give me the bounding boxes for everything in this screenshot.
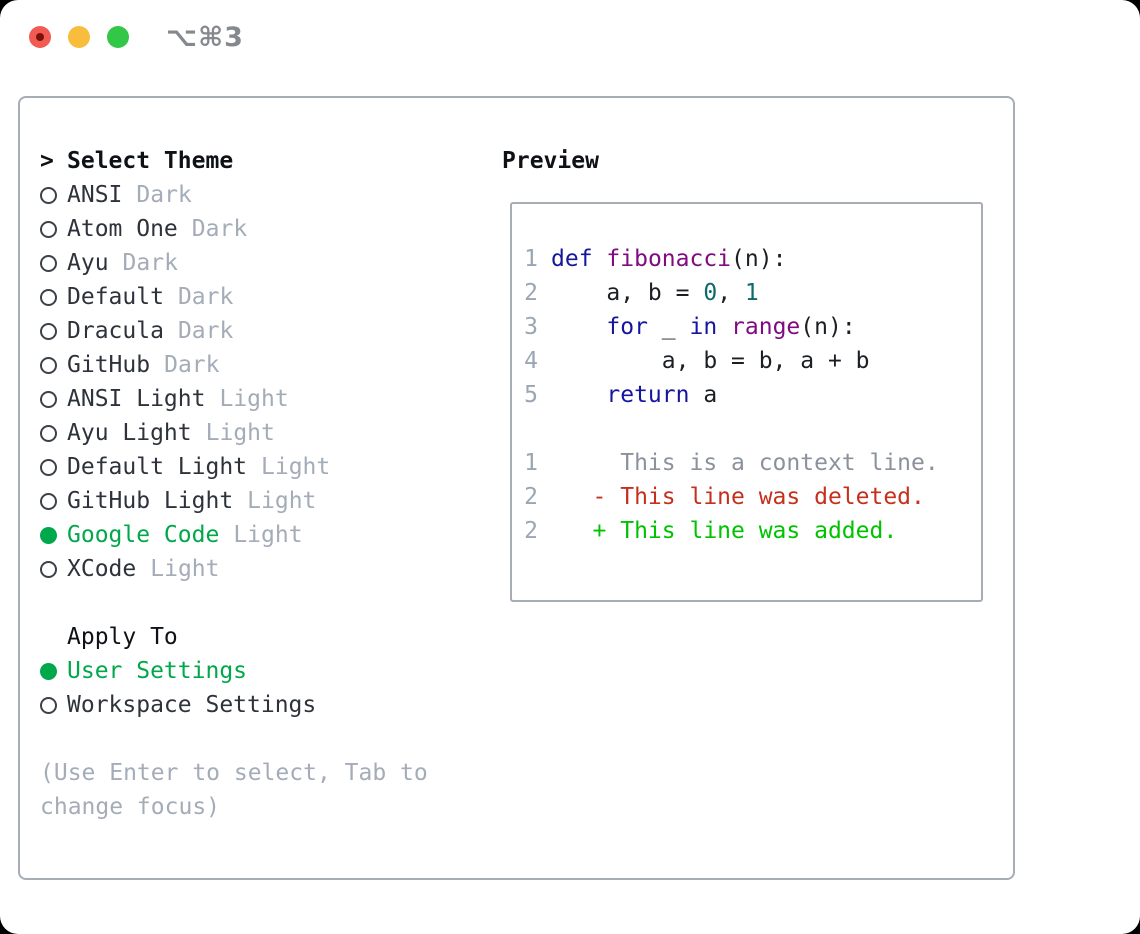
- select-theme-header: > Select Theme: [40, 144, 480, 178]
- apply-option-user-settings[interactable]: User Settings: [40, 654, 480, 688]
- option-label: Dracula: [67, 318, 164, 344]
- theme-option-xcode[interactable]: XCode Light: [40, 552, 480, 586]
- radio-icon: [40, 356, 67, 374]
- variant-label: Dark: [164, 352, 220, 378]
- option-label: Google Code: [67, 522, 220, 548]
- preview-title: Preview: [502, 148, 599, 174]
- variant-label: Dark: [191, 216, 248, 242]
- line-number: 2: [524, 280, 538, 306]
- radio-icon: [40, 662, 67, 680]
- apply-to-title: Apply To: [67, 624, 178, 650]
- hint-line-1: (Use Enter to select, Tab to: [40, 760, 428, 786]
- hint-line-2: change focus): [40, 794, 221, 820]
- caret-icon: >: [40, 148, 54, 174]
- preview-line: 2 + This line was added.: [524, 518, 898, 544]
- close-dot-icon: [36, 33, 44, 41]
- titlebar: ⌥⌘3: [0, 0, 1140, 96]
- radio-icon: [40, 458, 67, 476]
- radio-icon: [40, 186, 67, 204]
- variant-label: Dark: [122, 250, 178, 276]
- theme-option-atom-one[interactable]: Atom One Dark: [40, 212, 480, 246]
- theme-option-github[interactable]: GitHub Dark: [40, 348, 480, 382]
- theme-option-github-light[interactable]: GitHub Light Light: [40, 484, 480, 518]
- radio-icon: [40, 560, 67, 578]
- apply-to-header: Apply To: [40, 620, 480, 654]
- variant-label: Light: [261, 454, 331, 480]
- variant-label: Light: [205, 420, 275, 446]
- line-number: 2: [524, 484, 538, 510]
- radio-icon: [40, 424, 67, 442]
- preview-line: 3 for _ in range(n):: [524, 314, 856, 340]
- radio-icon: [40, 288, 67, 306]
- variant-label: Dark: [177, 318, 234, 344]
- theme-option-ansi-light[interactable]: ANSI Light Light: [40, 382, 480, 416]
- variant-label: Light: [247, 488, 317, 514]
- apply-option-workspace-settings[interactable]: Workspace Settings: [40, 688, 480, 722]
- variant-label: Dark: [177, 284, 234, 310]
- line-number: 2: [524, 518, 538, 544]
- theme-option-ayu[interactable]: Ayu Dark: [40, 246, 480, 280]
- variant-label: Light: [233, 522, 303, 548]
- radio-icon: [40, 390, 67, 408]
- line-number: 3: [524, 314, 538, 340]
- option-label: GitHub Light: [67, 488, 234, 514]
- close-button[interactable]: [29, 26, 51, 48]
- line-number: 1: [524, 450, 538, 476]
- option-label: XCode: [67, 556, 137, 582]
- spacer: [40, 586, 480, 620]
- option-label: Default: [67, 284, 164, 310]
- radio-icon: [40, 492, 67, 510]
- option-label: ANSI: [67, 182, 123, 208]
- theme-option-default-light[interactable]: Default Light Light: [40, 450, 480, 484]
- radio-icon: [40, 696, 67, 714]
- line-number: 5: [524, 382, 538, 408]
- line-number: 4: [524, 348, 538, 374]
- theme-option-default[interactable]: Default Dark: [40, 280, 480, 314]
- preview-line: 1 This is a context line.: [524, 450, 939, 476]
- theme-option-dracula[interactable]: Dracula Dark: [40, 314, 480, 348]
- preview-line: 4 a, b = b, a + b: [524, 348, 870, 374]
- theme-option-ayu-light[interactable]: Ayu Light Light: [40, 416, 480, 450]
- variant-label: Light: [219, 386, 289, 412]
- zoom-button[interactable]: [107, 26, 129, 48]
- keyboard-shortcut-label: ⌥⌘3: [166, 22, 244, 53]
- radio-icon: [40, 254, 67, 272]
- preview-line: [524, 412, 981, 446]
- radio-icon: [40, 322, 67, 340]
- option-label: Ayu Light: [67, 420, 192, 446]
- option-label: Workspace Settings: [67, 692, 317, 718]
- select-theme-title: Select Theme: [67, 148, 234, 174]
- preview-line: 2 a, b = 0, 1: [524, 280, 759, 306]
- preview-line: 5 return a: [524, 382, 718, 408]
- option-label: User Settings: [67, 658, 248, 684]
- theme-option-ansi[interactable]: ANSI Dark: [40, 178, 480, 212]
- option-label: ANSI Light: [67, 386, 206, 412]
- option-label: Atom One: [67, 216, 178, 242]
- option-label: Default Light: [67, 454, 248, 480]
- minimize-button[interactable]: [68, 26, 90, 48]
- spacer: [40, 722, 480, 756]
- radio-icon: [40, 220, 67, 238]
- line-number: 1: [524, 246, 538, 272]
- theme-option-google-code[interactable]: Google Code Light: [40, 518, 480, 552]
- variant-label: Light: [150, 556, 220, 582]
- option-label: GitHub: [67, 352, 151, 378]
- variant-label: Dark: [136, 182, 192, 208]
- radio-icon: [40, 526, 67, 544]
- preview-line: 2 - This line was deleted.: [524, 484, 925, 510]
- option-label: Ayu: [67, 250, 109, 276]
